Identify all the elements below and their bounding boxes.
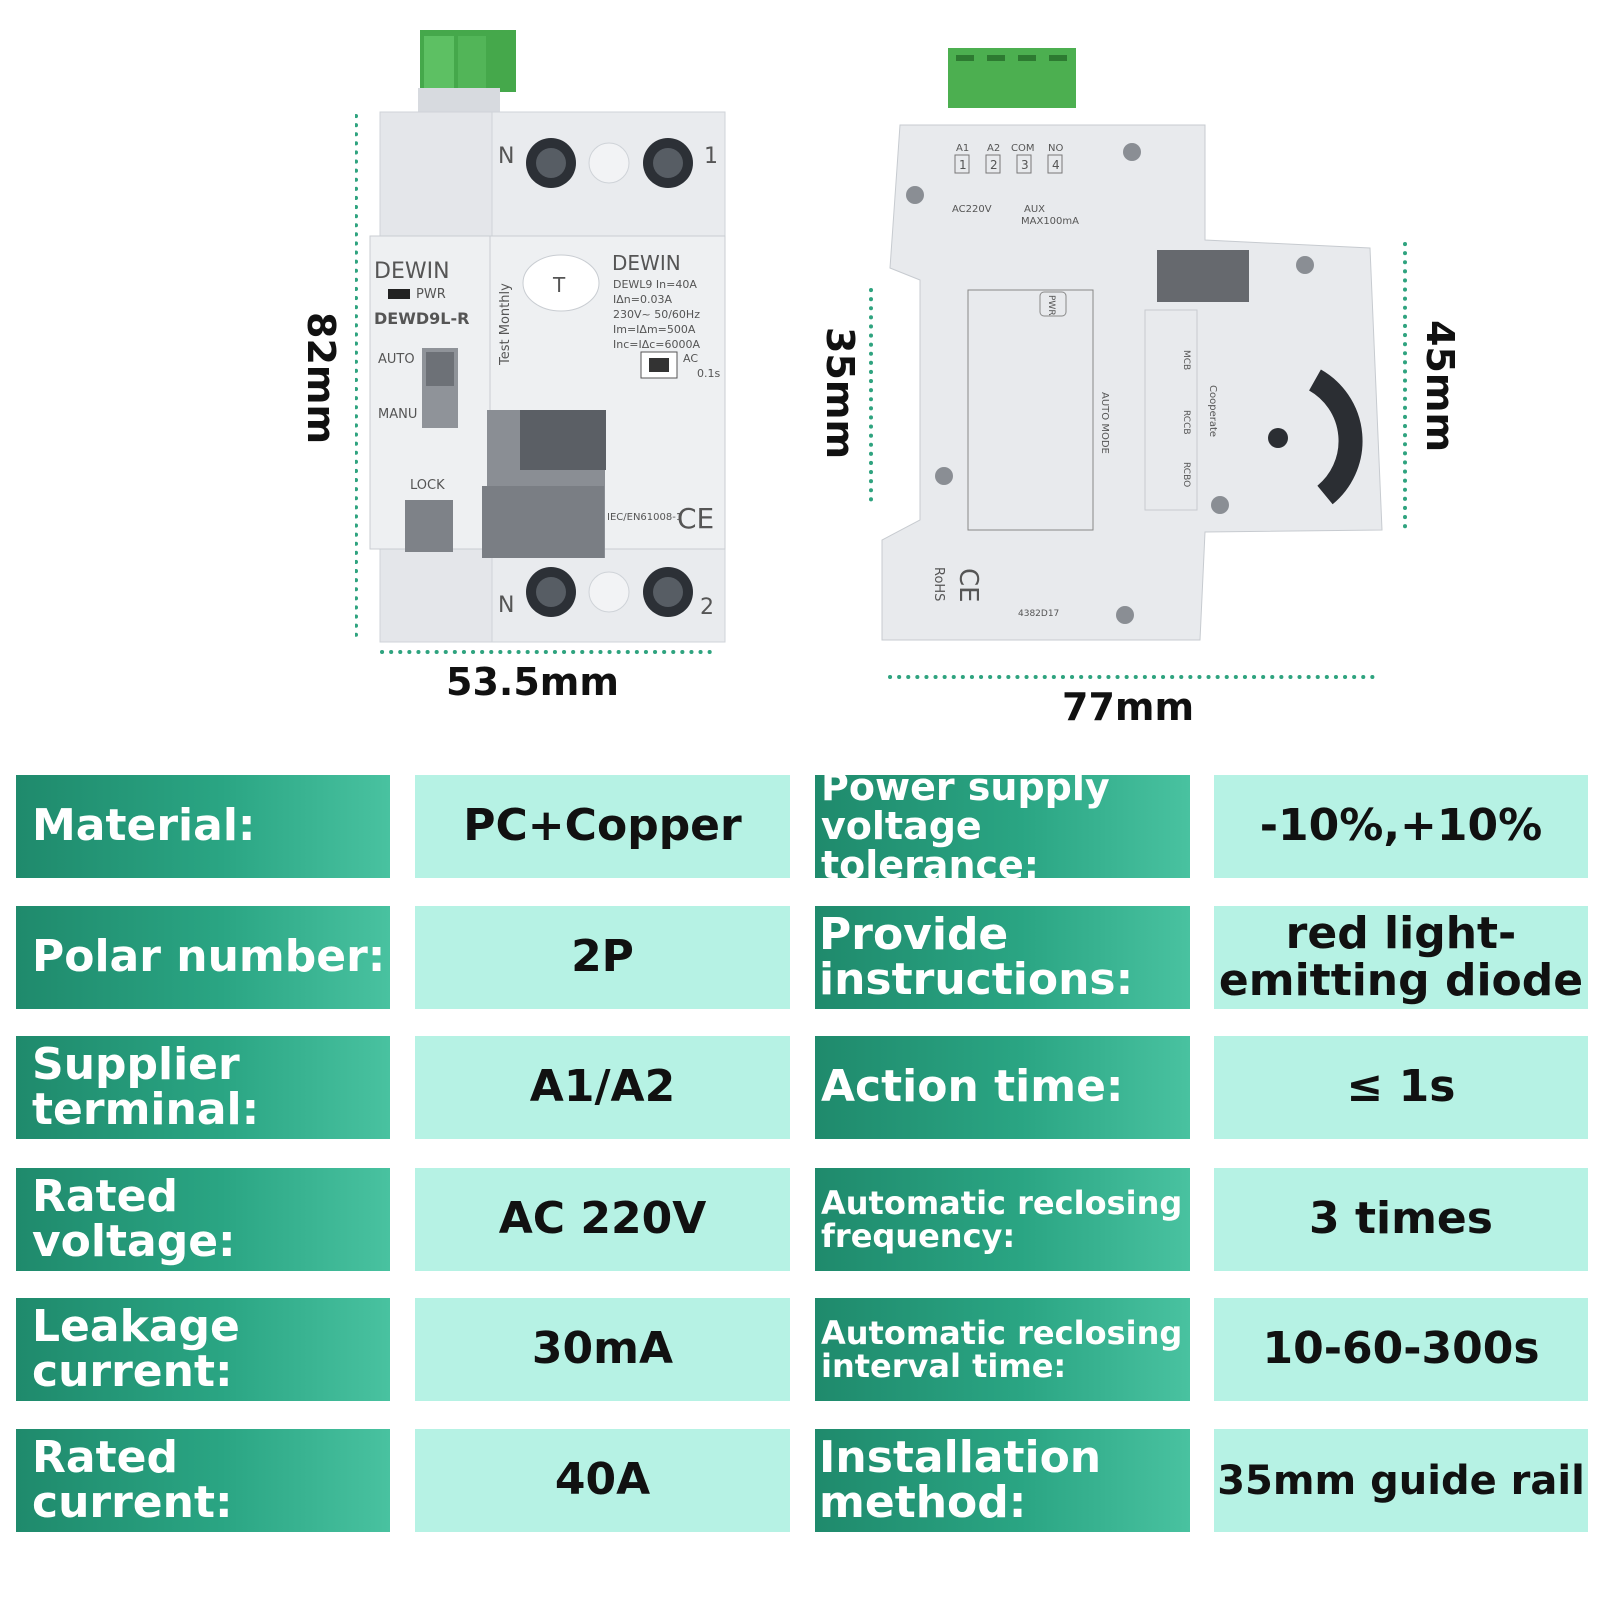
front-model: DEWD9L-R [374, 309, 469, 328]
spec-value-voltage-tolerance: -10%,+10% [1214, 775, 1588, 878]
spec-value-reclosing-frequency: 3 times [1214, 1168, 1588, 1271]
side-term-num-1: 1 [959, 158, 967, 172]
side-term-a1: A1 [956, 143, 969, 154]
spec-label-provide-instructions: Provide instructions: [815, 906, 1190, 1009]
spec-value-material: PC+Copper [415, 775, 790, 878]
front-terminal-n-top: N [498, 144, 514, 169]
side-pwr: PWR [1046, 295, 1056, 316]
side-term-no: NO [1048, 143, 1063, 154]
side-term-com: COM [1011, 143, 1034, 154]
front-brand-right: DEWIN [612, 251, 681, 275]
front-terminal-n-bottom: N [498, 593, 514, 618]
side-serial: 4382D17 [1018, 609, 1059, 619]
side-aux-max: MAX100mA [1021, 216, 1079, 227]
side-rcbo: RCBO [1181, 462, 1191, 487]
spec-value-polar-number: 2P [415, 906, 790, 1009]
spec-value-rated-current: 40A [415, 1429, 790, 1532]
front-spec-1: DEWL9 In=40A [613, 278, 697, 291]
side-term-num-4: 4 [1052, 158, 1060, 172]
spec-label-rated-current: Rated current: [16, 1429, 390, 1532]
side-auto-mode: AUTO MODE [1099, 392, 1110, 454]
front-spec-2: IΔn=0.03A [613, 293, 672, 306]
side-term-a2: A2 [987, 143, 1000, 154]
spec-label-polar-number: Polar number: [16, 906, 390, 1009]
front-spec-3: 230V~ 50/60Hz [613, 308, 700, 321]
side-term-num-3: 3 [1021, 158, 1029, 172]
front-lock-label: LOCK [410, 478, 445, 493]
side-term-num-2: 2 [990, 158, 998, 172]
spec-value-leakage-current: 30mA [415, 1298, 790, 1401]
spec-label-reclosing-interval: Automatic reclosing interval time: [815, 1298, 1190, 1401]
spec-value-reclosing-interval: 10-60-300s [1214, 1298, 1588, 1401]
front-time-label: 0.1s [697, 367, 720, 380]
spec-label-reclosing-frequency: Automatic reclosing frequency: [815, 1168, 1190, 1271]
spec-label-voltage-tolerance: Power supply voltage tolerance: [815, 768, 1190, 884]
front-test-monthly: Test Monthly [498, 283, 513, 366]
front-auto-label: AUTO [378, 352, 415, 367]
side-cooperate: Cooperate [1207, 385, 1218, 437]
side-mcb: MCB [1181, 350, 1191, 370]
front-ac-label: AC [683, 352, 698, 365]
front-spec-4: Im=IΔm=500A [613, 323, 696, 336]
side-rccb: RCCB [1181, 410, 1191, 435]
front-terminal-1: 1 [704, 144, 718, 169]
front-brand-left: DEWIN [374, 259, 450, 284]
spec-value-provide-instructions: red light-emitting diode [1214, 906, 1588, 1009]
side-rohs: RoHS [931, 567, 946, 601]
spec-label-installation-method: Installation method: [815, 1429, 1190, 1532]
spec-value-rated-voltage: AC 220V [415, 1168, 790, 1271]
spec-label-supplier-terminal: Supplier terminal: [16, 1036, 390, 1139]
front-ce-mark: CE [677, 502, 714, 535]
spec-value-installation-method: 35mm guide rail [1214, 1429, 1588, 1532]
spec-label-leakage-current: Leakage current: [16, 1298, 390, 1401]
front-pwr-label: PWR [416, 287, 446, 302]
side-right-height-label: 45mm [1418, 320, 1462, 453]
side-ac220v: AC220V [952, 204, 992, 215]
spec-label-action-time: Action time: [815, 1036, 1190, 1139]
spec-label-rated-voltage: Rated voltage: [16, 1168, 390, 1271]
side-aux: AUX [1024, 204, 1045, 215]
side-width-label: 77mm [1062, 685, 1195, 729]
front-height-label: 82mm [299, 312, 343, 445]
front-terminal-2: 2 [700, 595, 714, 620]
side-left-height-label: 35mm [818, 327, 862, 460]
side-ce: CE [953, 568, 983, 603]
front-width-label: 53.5mm [446, 660, 619, 704]
front-device-image: DEWIN PWR DEWD9L-R AUTO MANU LOCK Test M… [355, 30, 726, 654]
spec-value-supplier-terminal: A1/A2 [415, 1036, 790, 1139]
front-test-button: T [552, 273, 566, 297]
spec-label-material: Material: [16, 775, 390, 878]
front-spec-5: Inc=IΔc=6000A [613, 338, 701, 351]
front-manu-label: MANU [378, 407, 417, 422]
side-device-image: A1 A2 COM NO 1 2 3 4 AC220V AUX MAX100mA… [869, 48, 1407, 679]
spec-value-action-time: ≤ 1s [1214, 1036, 1588, 1139]
front-standard: IEC/EN61008-1 [607, 512, 682, 523]
